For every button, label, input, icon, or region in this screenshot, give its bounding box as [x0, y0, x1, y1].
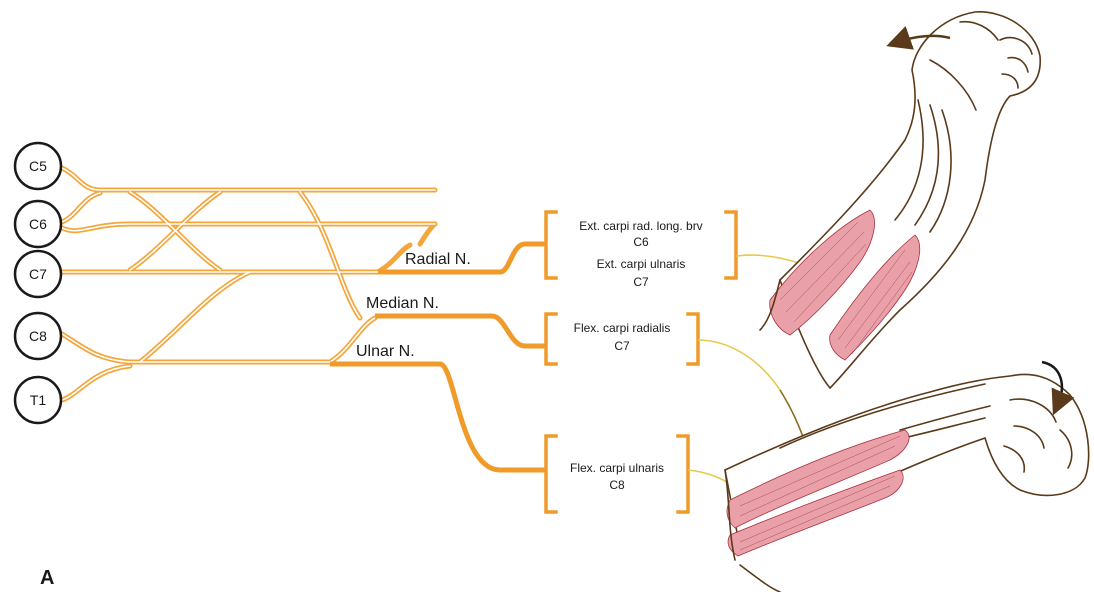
- radial-muscle-4: C7: [633, 275, 649, 289]
- root-c8: C8: [15, 313, 61, 359]
- median-muscle-2: C7: [614, 339, 630, 353]
- root-t1: T1: [15, 377, 61, 423]
- root-c6: C6: [15, 201, 61, 247]
- nerve-ulnar-path: [330, 364, 545, 470]
- radial-nerve-label: Radial N.: [405, 251, 471, 268]
- root-c7: C7: [15, 251, 61, 297]
- root-c6-label: C6: [29, 216, 47, 232]
- ulnar-nerve-label: Ulnar N.: [356, 343, 415, 360]
- median-muscle-1: Flex. carpi radialis: [574, 321, 671, 335]
- ulnar-muscle-1: Flex. carpi ulnaris: [570, 461, 664, 475]
- forearm-flexion-illustration: [725, 362, 1089, 592]
- root-c5-label: C5: [29, 158, 47, 174]
- root-c5: C5: [15, 143, 61, 189]
- radial-muscle-3: Ext. carpi ulnaris: [597, 257, 686, 271]
- radial-muscle-1: Ext. carpi rad. long. brv: [579, 219, 702, 233]
- forearm-extension-illustration: [760, 12, 1040, 388]
- radial-muscle-2: C6: [633, 235, 649, 249]
- median-nerve-label: Median N.: [366, 295, 439, 312]
- root-c7-label: C7: [29, 266, 47, 282]
- root-c8-label: C8: [29, 328, 47, 344]
- ulnar-muscle-2: C8: [609, 478, 625, 492]
- root-t1-label: T1: [30, 392, 47, 408]
- nerve-median-path: [375, 316, 545, 346]
- panel-label: A: [40, 567, 54, 589]
